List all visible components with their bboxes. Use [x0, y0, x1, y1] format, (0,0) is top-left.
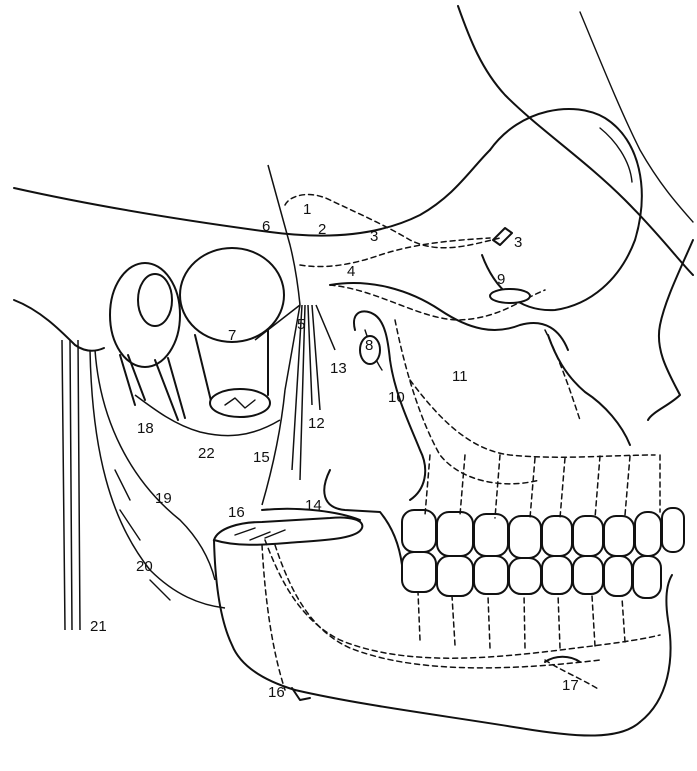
label-16-lower: 16 — [268, 684, 285, 701]
upper-teeth — [402, 508, 684, 558]
skull-outline — [458, 6, 693, 275]
dashed-upper-tooth-branches — [425, 455, 660, 518]
label-12: 12 — [308, 415, 325, 432]
label-4: 4 — [347, 263, 355, 280]
label-15: 15 — [253, 449, 270, 466]
label-19: 19 — [155, 490, 172, 507]
label-3-upper: 3 — [514, 234, 522, 251]
label-11: 11 — [452, 368, 468, 385]
label-10: 10 — [388, 389, 405, 406]
label-2: 2 — [318, 221, 326, 238]
condyle-inner — [138, 274, 172, 326]
zygomatic-arch — [14, 150, 490, 236]
dashed-nerve-11 — [395, 320, 540, 484]
label-22: 22 — [198, 445, 215, 462]
label-7: 7 — [228, 327, 236, 344]
label-18: 18 — [137, 420, 154, 437]
label-17: 17 — [562, 677, 579, 694]
dashed-nerve-16-lower — [262, 545, 285, 690]
infraorbital-foramen — [490, 289, 530, 303]
orbit-outline — [482, 109, 642, 310]
label-8: 8 — [365, 337, 373, 354]
label-20: 20 — [136, 558, 153, 575]
label-3-lower: 3 — [370, 228, 378, 245]
dashed-lower-tooth-branches — [418, 592, 625, 648]
mandible-cut-front — [214, 540, 295, 690]
label-14: 14 — [305, 497, 322, 514]
supraorbital-notch — [493, 228, 512, 245]
label-9: 9 — [497, 271, 505, 288]
orbit-inner — [600, 128, 632, 182]
label-6: 6 — [262, 218, 270, 235]
cheek-contour — [548, 335, 630, 445]
nerve-21 — [62, 340, 80, 630]
dashed-nerve-alveolar-upper — [410, 380, 655, 457]
lower-teeth — [402, 552, 661, 598]
label-21: 21 — [90, 618, 107, 635]
label-1: 1 — [303, 201, 311, 218]
label-5: 5 — [297, 316, 305, 333]
mental-foramen — [545, 657, 580, 662]
mandible-cut-surface — [214, 517, 362, 544]
mandible-lower-border — [295, 690, 640, 736]
label-16-upper: 16 — [228, 504, 245, 521]
forehead-contour — [580, 12, 693, 222]
nerve-20 — [90, 350, 225, 608]
label-13: 13 — [330, 360, 347, 377]
occipital-contour — [14, 300, 104, 351]
dashed-nerve-4 — [300, 238, 490, 267]
nerve-19 — [95, 350, 215, 580]
